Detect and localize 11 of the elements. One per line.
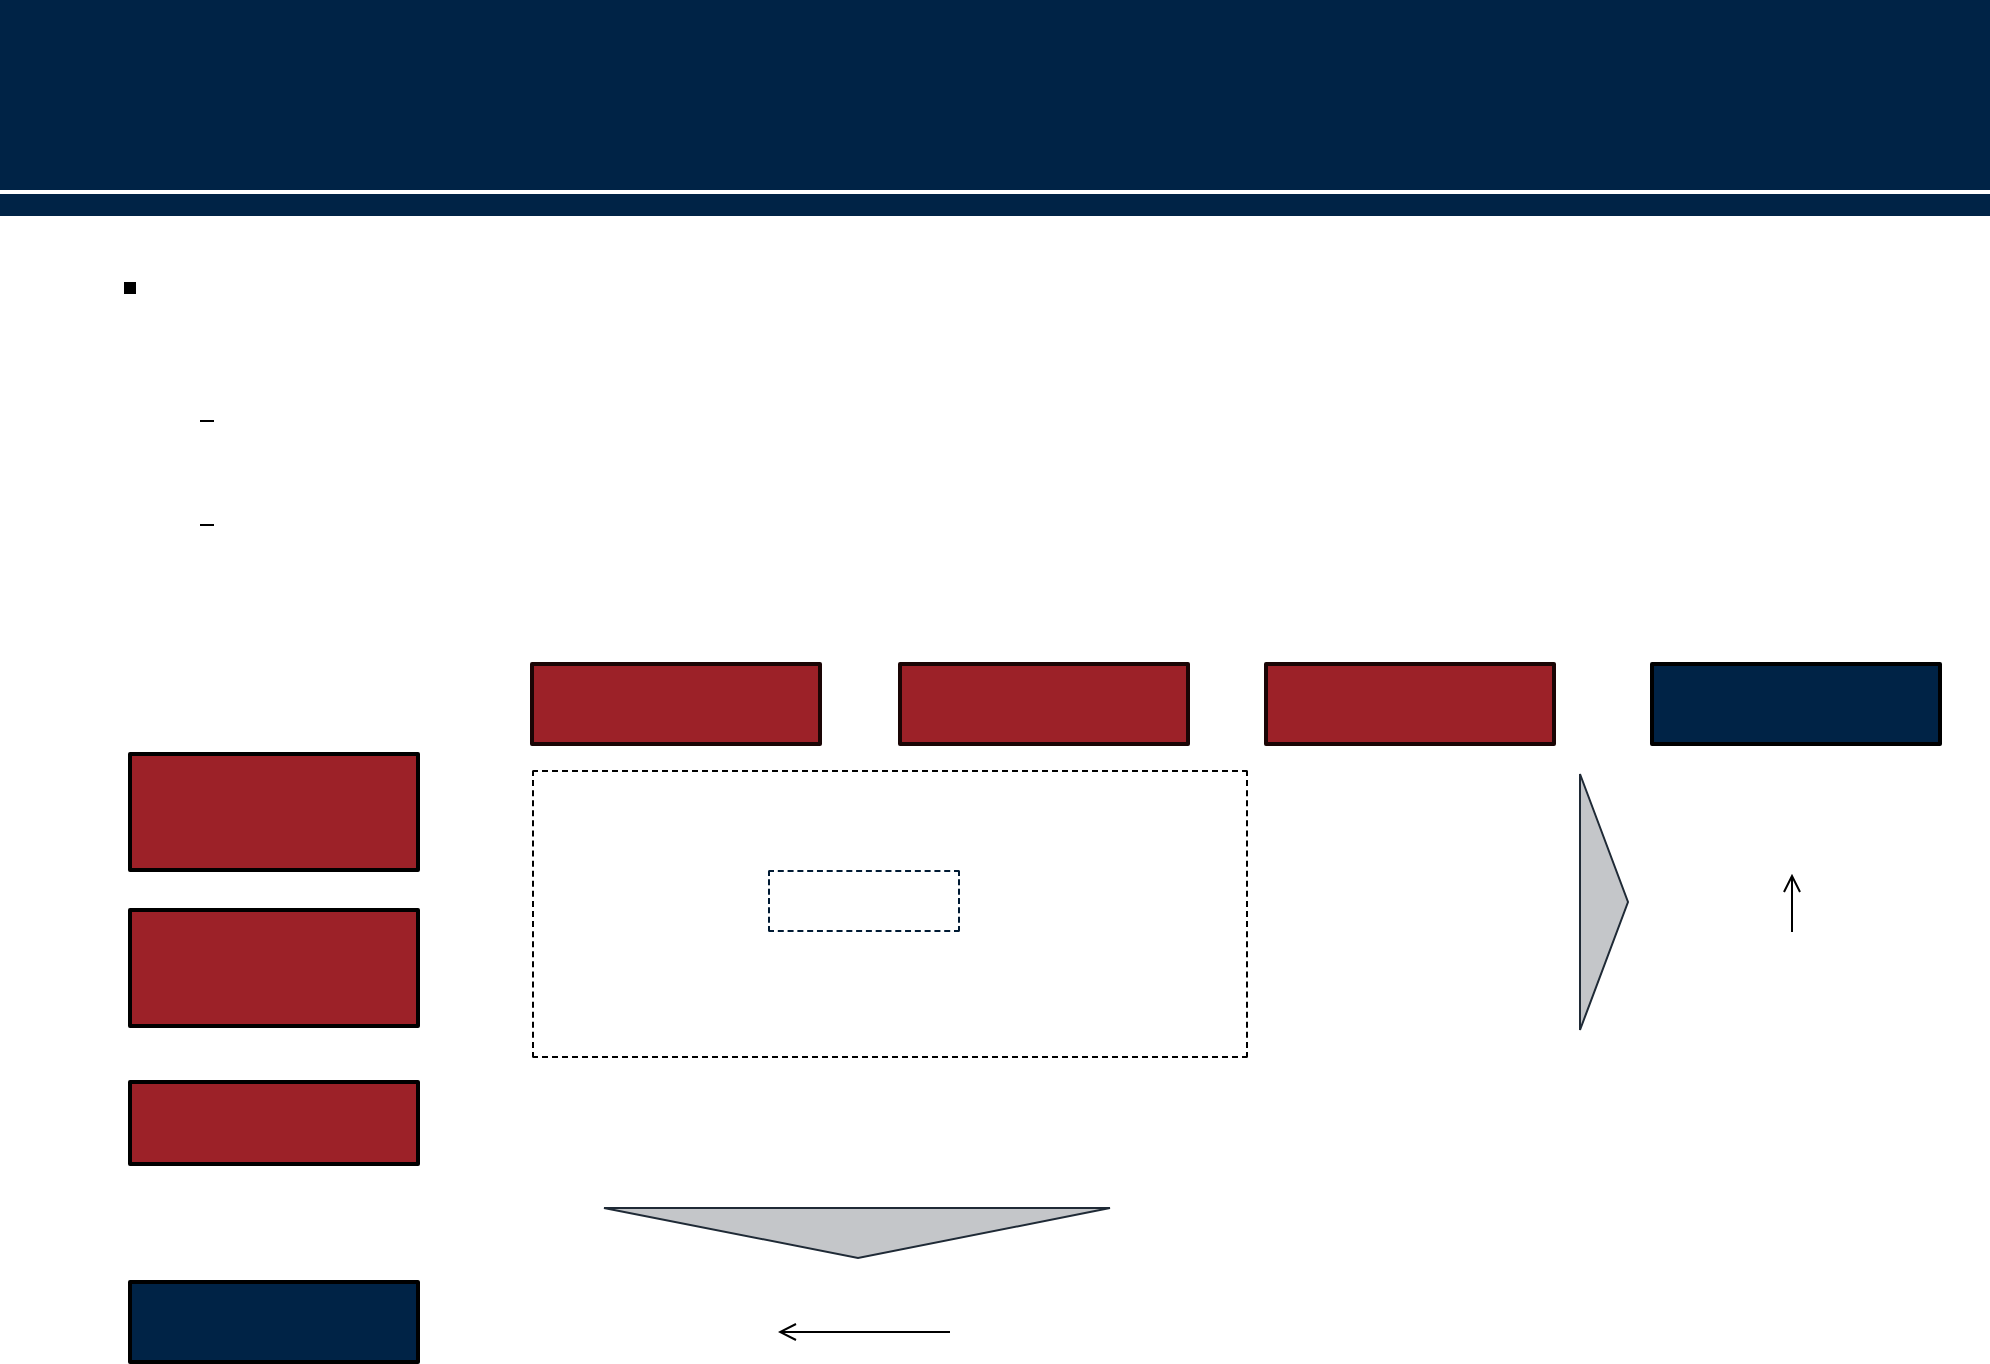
row-box — [128, 908, 420, 1028]
row-box — [128, 752, 420, 872]
row-box — [128, 1280, 420, 1364]
header-box — [898, 662, 1190, 746]
row-box — [128, 1080, 420, 1166]
header-box — [530, 662, 822, 746]
dashed-box — [532, 770, 1248, 1058]
dashed-box — [768, 870, 960, 932]
header-bar — [0, 0, 1990, 190]
header-box — [1264, 662, 1556, 746]
header-box — [1650, 662, 1942, 746]
